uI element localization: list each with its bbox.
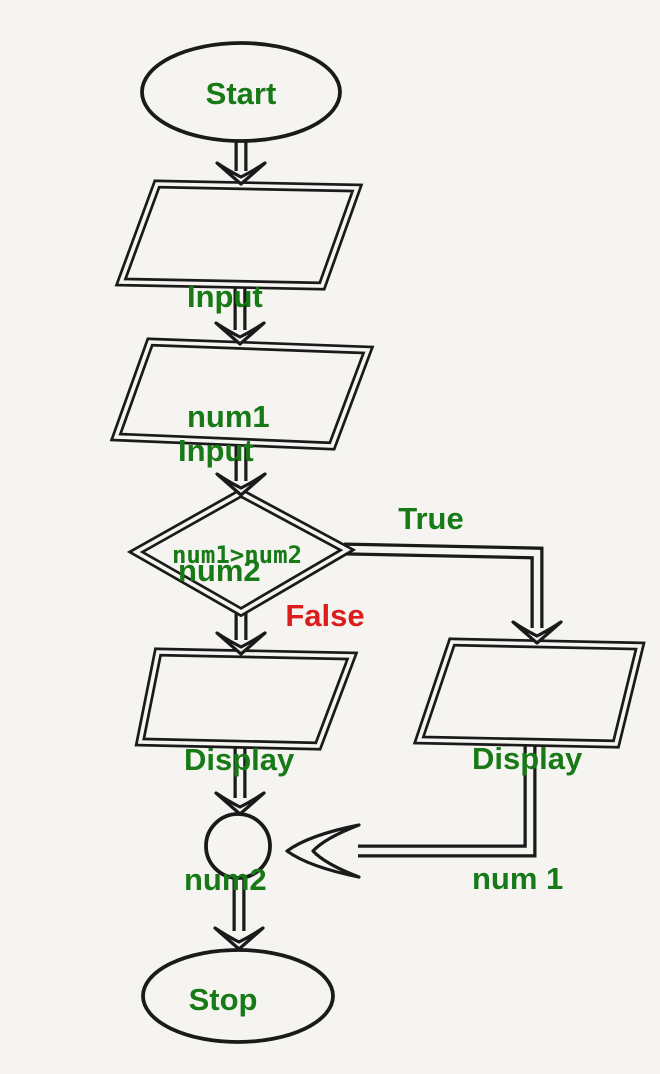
input-num2-label: Input num2 bbox=[178, 351, 261, 671]
decision-diamond bbox=[126, 487, 357, 618]
display-num2-parallelogram bbox=[134, 647, 359, 751]
true-branch-label: True bbox=[398, 501, 464, 536]
arrowhead-down-icon bbox=[215, 472, 267, 497]
false-branch-label: False bbox=[285, 598, 365, 633]
display-num1-line2: num 1 bbox=[472, 861, 564, 896]
display-num2-label: Display num2 bbox=[184, 660, 294, 980]
arrowhead-down-icon bbox=[215, 631, 267, 656]
display-num1-parallelogram bbox=[412, 637, 646, 749]
input-num2-line2: num2 bbox=[178, 553, 261, 588]
stop-label: Stop bbox=[188, 982, 258, 1017]
arrowhead-down-icon bbox=[215, 161, 267, 186]
display-num2-line2: num2 bbox=[184, 862, 267, 897]
start-terminator-shape bbox=[140, 41, 342, 143]
decision-label: num1>num2 bbox=[171, 541, 303, 569]
input-num1-label: Input num1 bbox=[187, 197, 270, 517]
display-num1-line1: Display bbox=[472, 741, 583, 776]
display-num2-line1: Display bbox=[184, 742, 295, 777]
input-num2-parallelogram bbox=[109, 337, 375, 451]
display-num1-label: Display num 1 bbox=[472, 659, 582, 979]
arrowhead-down-icon bbox=[214, 321, 266, 346]
arrowhead-down-icon bbox=[213, 926, 265, 951]
input-num1-line2: num1 bbox=[187, 399, 270, 434]
connector-decision-true-to-display-num1 bbox=[343, 542, 544, 628]
input-num2-line1: Input bbox=[178, 433, 254, 468]
input-num1-parallelogram bbox=[114, 179, 364, 291]
connector-display-num1-to-circle bbox=[358, 742, 537, 858]
arrowhead-down-icon bbox=[511, 620, 563, 645]
arrowhead-left-icon bbox=[285, 823, 361, 879]
arrowhead-down-icon bbox=[214, 791, 266, 816]
start-label: Start bbox=[205, 76, 277, 111]
input-num1-line1: Input bbox=[187, 279, 263, 314]
